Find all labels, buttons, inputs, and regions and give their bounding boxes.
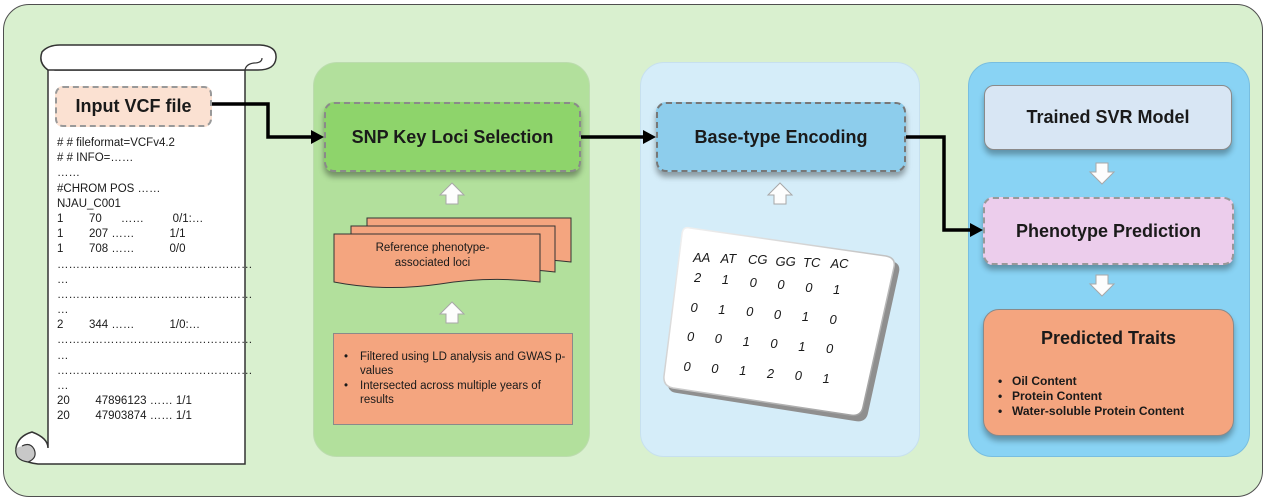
trait-item: Water-soluble Protein Content [998,404,1184,419]
trait-item: Protein Content [998,389,1184,404]
vcf-line: 20 47903874 …… 1/1 [57,410,192,423]
matrix-cell: 0 [805,279,813,295]
matrix-header: AC [830,256,849,271]
matrix-cell: 1 [739,363,747,379]
vcf-line: 2 344 …… 1/0:… [57,319,201,332]
predicted-traits-title: Predicted Traits [1040,328,1177,348]
matrix-cell: 0 [794,368,802,384]
matrix-header: GG [775,253,796,269]
matrix-cell: 0 [687,329,695,344]
base-type-encoding-box: Base-type Encoding [656,102,906,172]
matrix-cell: 0 [777,277,785,293]
vcf-line: … [57,273,69,286]
matrix-cell: 0 [714,331,723,347]
snp-key-loci-selection-box: SNP Key Loci Selection [324,102,581,172]
matrix-cell: 1 [718,301,726,317]
matrix-cell: 0 [770,336,778,352]
predicted-traits-box: Predicted Traits Oil ContentProtein Cont… [983,309,1234,436]
vcf-line: …………………………………………… [57,334,253,347]
matrix-cell: 1 [822,370,830,386]
vcf-line: #CHROM POS …… [57,182,161,195]
matrix-header: AA [693,250,711,265]
vcf-line: …………………………………………… [57,364,253,377]
vcf-line: 1 708 …… 0/0 [57,243,186,256]
matrix-header: TC [803,254,821,270]
filter-criteria-box: Filtered using LD analysis and GWAS p-va… [333,333,573,425]
phenotype-prediction-box: Phenotype Prediction [983,197,1234,265]
reference-loci-label: Reference phenotype-associated loci [375,242,490,269]
filter-criteria-list: Filtered using LD analysis and GWAS p-va… [344,350,572,408]
vcf-line: NJAU_C001 [57,197,121,210]
matrix-cell: 0 [749,274,757,290]
vcf-line: … [57,349,69,362]
vcf-line: …… [57,167,80,180]
trait-item: Oil Content [998,374,1184,389]
vcf-line: # # fileformat=VCFv4.2 [57,137,175,149]
vcf-line: …………………………………………… [57,288,253,301]
predicted-traits-list: Oil ContentProtein ContentWater-soluble … [998,374,1184,419]
matrix-header: CG [748,252,768,268]
trained-svr-model-box: Trained SVR Model [984,85,1232,150]
matrix-cell: 1 [833,282,841,297]
vcf-line: # # INFO=…… [57,152,134,165]
filter-criterion: Intersected across multiple years of res… [344,379,572,407]
matrix-cell: 0 [829,311,837,327]
matrix-cell: 1 [721,272,730,288]
matrix-cell: 0 [826,341,834,356]
input-vcf-label: Input VCF file [55,86,212,127]
matrix-cell: 0 [690,299,698,315]
vcf-line: … [57,304,69,317]
vcf-line: 1 207 …… 1/1 [57,228,186,241]
matrix-cell: 1 [798,338,806,354]
vcf-line: 20 47896123 …… 1/1 [57,395,192,408]
matrix-cell: 0 [773,306,782,322]
matrix-header: AT [720,251,737,267]
matrix-cell: 0 [746,304,754,320]
vcf-line: … [57,380,69,392]
matrix-cell: 0 [711,360,719,376]
filter-criterion: Filtered using LD analysis and GWAS p-va… [344,350,572,378]
vcf-line: …………………………………………… [57,258,253,271]
matrix-cell: 1 [801,309,809,325]
matrix-cell: 2 [694,270,702,285]
matrix-cell: 0 [683,358,691,374]
vcf-file-content: # # fileformat=VCFv4.2# # INFO=…………#CHRO… [57,136,253,425]
matrix-cell: 2 [766,365,775,381]
vcf-line: 1 70 …… 0/1:… [57,212,204,225]
matrix-cell: 1 [742,333,750,349]
